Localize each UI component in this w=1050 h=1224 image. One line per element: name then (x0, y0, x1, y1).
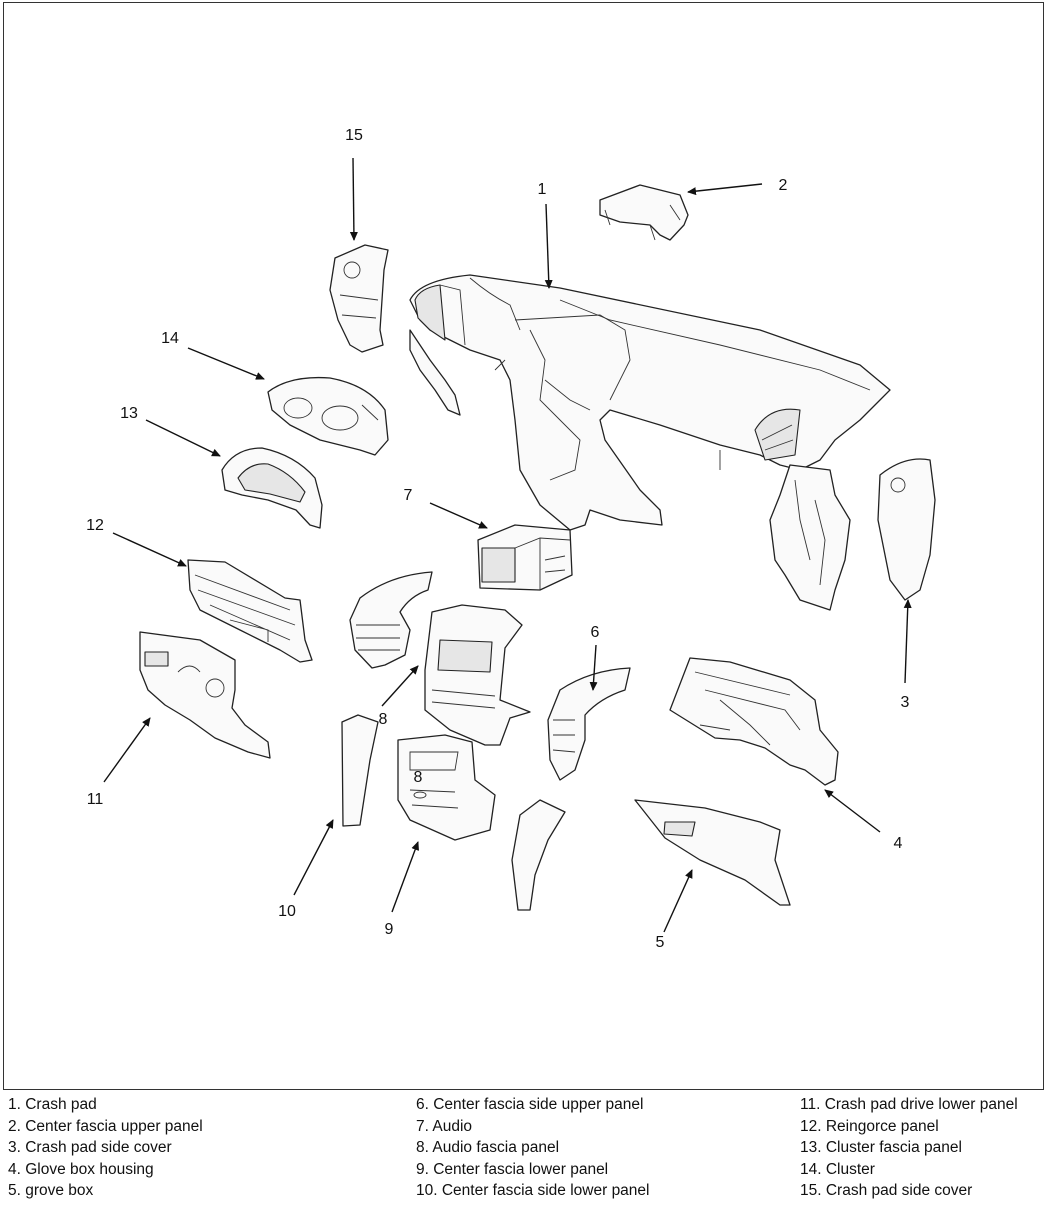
audio-fascia-panel-part (424, 604, 531, 746)
legend-item: 14. Cluster (800, 1160, 875, 1178)
legend-item: 4. Glove box housing (8, 1160, 154, 1178)
callout-15: 15 (345, 127, 363, 144)
center-fascia-upper-panel-part (599, 184, 689, 241)
left-vent-module-part (349, 571, 433, 669)
leader-arrow-3 (903, 599, 912, 684)
leader-arrow-8 (381, 665, 419, 707)
leader-arrow-5 (663, 869, 693, 933)
center-fascia-side-upper-panel-part (547, 667, 631, 781)
legend-item: 15. Crash pad side cover (800, 1182, 973, 1200)
leader-arrow-14 (187, 347, 265, 380)
leader-arrow-6 (589, 644, 598, 691)
leader-arrow-9 (391, 841, 419, 913)
legend-item: 7. Audio (416, 1117, 473, 1135)
glove-box-housing-part (669, 657, 839, 786)
callout-6: 6 (591, 624, 600, 641)
legend-item: 2. Center fascia upper panel (8, 1117, 203, 1135)
legend-column-3: 11. Crash pad drive lower panel 12. Rein… (800, 1094, 1018, 1202)
legend-item: 9. Center fascia lower panel (416, 1160, 609, 1178)
leader-arrow-15 (349, 157, 358, 241)
leader-arrow-13 (145, 419, 221, 457)
leader-arrow-11 (103, 717, 151, 783)
audio-part (477, 524, 573, 591)
cluster-fascia-panel-part (221, 447, 323, 529)
callout-7: 7 (404, 487, 413, 504)
crash-pad-drive-lower-panel-part (139, 631, 271, 759)
callout-8-second: 8 (414, 769, 423, 786)
legend-item: 5. grove box (8, 1182, 94, 1200)
leader-arrow-12 (112, 532, 187, 567)
crash-pad-side-cover-right-part (877, 458, 936, 601)
callout-12: 12 (86, 517, 104, 534)
leader-arrow-2 (687, 183, 763, 196)
diagram-frame (3, 2, 1044, 1090)
center-fascia-side-lower-panel-right-part (511, 799, 566, 911)
leader-arrow-7 (429, 502, 488, 529)
callout-10: 10 (278, 903, 296, 920)
legend-column-2: 6. Center fascia side upper panel 7. Aud… (416, 1094, 650, 1202)
exploded-parts-diagram: 1 2 3 4 5 6 7 8 8 9 10 11 12 13 14 15 (86, 127, 936, 951)
leader-arrow-4 (824, 789, 881, 833)
reingorce-panel-part (187, 559, 313, 663)
legend-item: 13. Cluster fascia panel (800, 1139, 962, 1157)
legend-item: 3. Crash pad side cover (8, 1139, 172, 1157)
callout-5: 5 (656, 934, 665, 951)
callout-11: 11 (87, 791, 104, 808)
center-fascia-lower-panel-part (397, 734, 496, 841)
legend-item: 6. Center fascia side upper panel (416, 1096, 644, 1113)
parts-legend: 1. Crash pad 2. Center fascia upper pane… (0, 1094, 1050, 1224)
callout-13: 13 (120, 405, 138, 422)
grove-box-part (634, 799, 791, 906)
leader-arrow-10 (293, 819, 334, 896)
center-fascia-side-lower-panel-left-part (341, 714, 379, 827)
callout-14: 14 (161, 330, 179, 347)
leader-arrows (103, 157, 912, 933)
callout-8: 8 (379, 711, 388, 728)
callout-labels: 1 2 3 4 5 6 7 8 8 9 10 11 12 13 14 15 (86, 127, 909, 951)
cluster-part (267, 376, 389, 456)
callout-4: 4 (894, 835, 903, 852)
callout-1: 1 (538, 181, 547, 198)
legend-column-1: 1. Crash pad 2. Center fascia upper pane… (8, 1094, 203, 1202)
legend-item: 1. Crash pad (8, 1096, 97, 1113)
crash-pad-side-cover-left-part (329, 244, 389, 353)
crash-pad-part (409, 274, 891, 611)
legend-item: 10. Center fascia side lower panel (416, 1182, 650, 1200)
legend-item: 12. Reingorce panel (800, 1117, 939, 1135)
legend-item: 11. Crash pad drive lower panel (800, 1096, 1018, 1113)
callout-9: 9 (385, 921, 394, 938)
legend-item: 8. Audio fascia panel (416, 1139, 560, 1157)
callout-2: 2 (779, 177, 788, 194)
leader-arrow-1 (544, 203, 553, 289)
callout-3: 3 (901, 694, 910, 711)
